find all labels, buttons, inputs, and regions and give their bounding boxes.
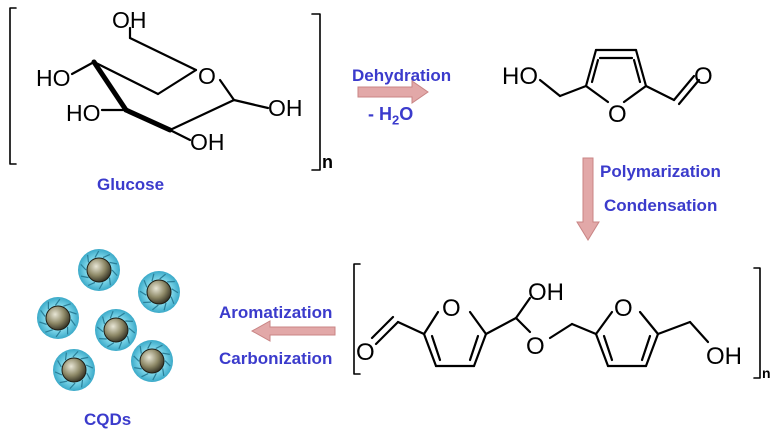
glucose-oh-bottom: OH [190,129,225,155]
dehydration-arrow [357,80,429,104]
polymer-left-bracket [353,263,361,375]
polymer-right-bracket [753,267,761,379]
carbon-quantum-dot [78,249,120,291]
carbon-quantum-dot [95,309,137,351]
condensation-label: Condensation [604,196,718,215]
water-suffix: O [399,104,414,124]
carbonization-label: Carbonization [219,349,333,368]
polymer-oh-top: OH [528,279,564,306]
polymer-bridge-oxygen: O [526,333,545,360]
hmf-ho: HO [502,63,538,90]
cqd-cluster [37,249,180,391]
cqds-label: CQDs [84,410,132,429]
glucose-oh-top: OH [112,7,147,33]
polymer-aldehyde-oxygen: O [356,339,375,366]
glucose-ho-bottom-left: HO [66,100,101,126]
carbon-quantum-dot [131,340,173,382]
aromatization-label: Aromatization [219,303,333,322]
glucose-ring-oxygen: O [198,63,216,89]
water-byproduct-label: - H2O [368,104,413,128]
water-prefix: - H [368,104,392,124]
polymerization-arrow [576,157,600,241]
glucose-left-bracket [9,7,17,165]
polymer-structure: O O OH O O OH n [353,263,771,381]
hmf-structure: HO O O [502,48,713,128]
aromatization-arrow [250,320,336,342]
glucose-right-bracket [311,13,321,171]
glucose-oh-right: OH [268,95,303,121]
polymer-right-ring-oxygen: O [614,295,633,322]
carbon-quantum-dot [37,297,79,339]
glucose-label: Glucose [97,175,165,194]
carbon-quantum-dot [138,271,180,313]
glucose-ho-left: HO [36,65,71,91]
glucose-subscript-n: n [322,152,333,172]
polymer-subscript-n: n [762,365,771,381]
polymerization-label: Polymarization [600,162,721,181]
glucose-structure: OH HO HO OH OH O n [9,7,333,172]
hmf-ring-oxygen: O [608,101,627,128]
hmf-aldehyde-oxygen: O [694,63,713,90]
dehydration-label: Dehydration [352,66,452,85]
polymer-left-ring-oxygen: O [442,295,461,322]
water-subscript: 2 [392,112,400,128]
polymer-oh-end: OH [706,343,742,370]
carbon-quantum-dot [53,349,95,391]
